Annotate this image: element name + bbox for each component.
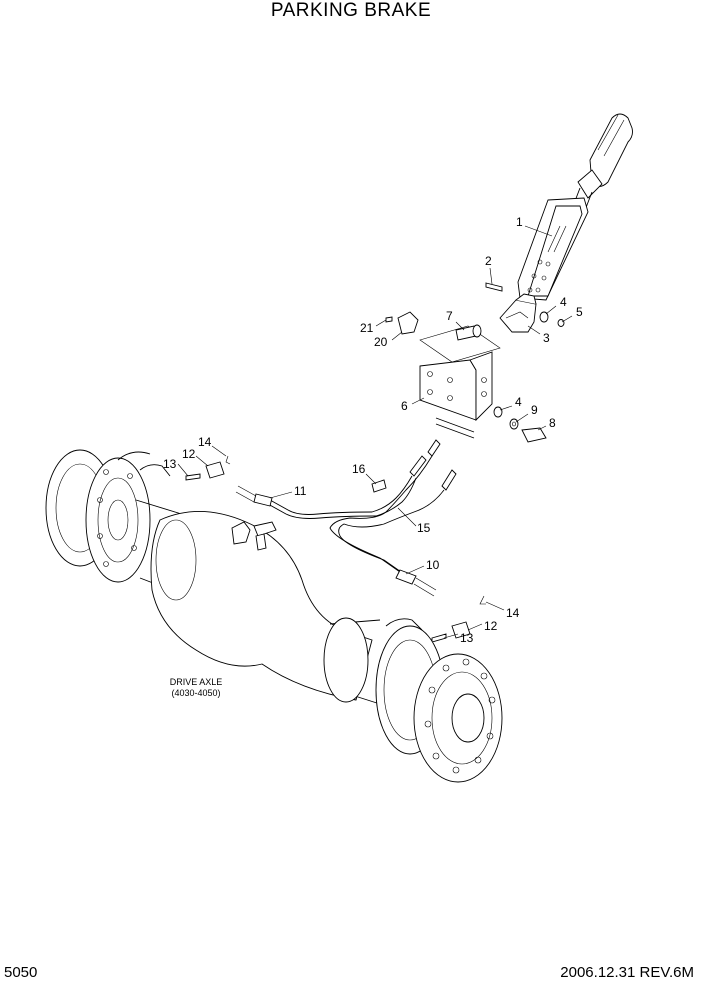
callout-3: 3 bbox=[543, 331, 550, 345]
revision-date: 2006.12.31 REV.6M bbox=[560, 964, 694, 981]
page-number: 5050 bbox=[4, 964, 38, 981]
callout-12-upper: 12 bbox=[182, 447, 196, 461]
callout-16: 16 bbox=[352, 462, 366, 476]
callout-12-lower: 12 bbox=[484, 619, 498, 633]
bracket-plate bbox=[419, 325, 501, 439]
cable-assembly bbox=[185, 439, 486, 643]
callout-13-upper: 13 bbox=[163, 457, 177, 471]
callout-2: 2 bbox=[485, 254, 492, 268]
page-title: PARKING BRAKE bbox=[270, 0, 432, 21]
switch-20 bbox=[385, 311, 419, 335]
lever-base bbox=[499, 293, 537, 333]
pin bbox=[485, 282, 503, 292]
callout-5: 5 bbox=[576, 305, 583, 319]
bolt-7 bbox=[455, 324, 482, 341]
callout-21: 21 bbox=[360, 321, 374, 335]
callout-11: 11 bbox=[294, 484, 307, 498]
callouts: 1 2 3 4 5 7 21 20 6 4 9 8 14 12 13 11 16… bbox=[163, 215, 583, 645]
drive-axle bbox=[45, 449, 503, 783]
axle-note-line2: (4030-4050) bbox=[171, 688, 220, 698]
callout-6: 6 bbox=[401, 399, 408, 413]
callout-9: 9 bbox=[531, 403, 538, 417]
callout-13-lower: 13 bbox=[460, 631, 474, 645]
callout-15: 15 bbox=[417, 521, 431, 535]
hand-lever bbox=[517, 113, 633, 301]
callout-10: 10 bbox=[426, 558, 440, 572]
callout-1: 1 bbox=[516, 215, 523, 229]
callout-20: 20 bbox=[374, 335, 388, 349]
callout-14-upper: 14 bbox=[198, 435, 212, 449]
bolt-8 bbox=[493, 406, 547, 443]
axle-note-line1: DRIVE AXLE bbox=[170, 677, 223, 687]
callout-14-lower: 14 bbox=[506, 606, 520, 620]
callout-8: 8 bbox=[549, 416, 556, 430]
washer-upper bbox=[539, 311, 565, 327]
leader-lines bbox=[177, 225, 573, 639]
callout-4-lower: 4 bbox=[515, 395, 522, 409]
callout-4-upper: 4 bbox=[560, 295, 567, 309]
callout-7: 7 bbox=[446, 309, 453, 323]
